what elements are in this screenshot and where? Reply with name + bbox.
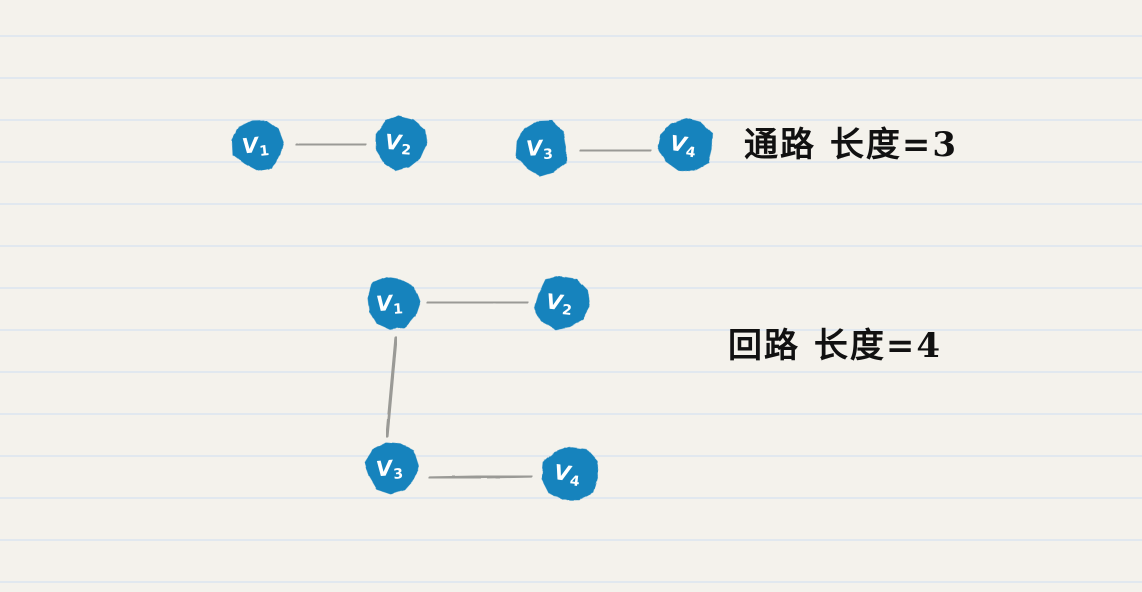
node-blob [364,442,419,495]
graph-node-v3[interactable]: V3 [363,440,422,497]
node-label-subscript: 4 [569,473,581,490]
graph-node-v2[interactable]: V2 [373,114,429,173]
annotation-cycle-length: 回路 长度=4 [728,326,942,366]
graph-node-v4[interactable]: V4 [655,115,716,175]
node-blob [657,118,714,172]
node-blob [541,446,598,501]
graph-edge [428,474,533,480]
node-label-subscript: 3 [393,466,404,483]
graph-node-v1[interactable]: V1 [229,118,286,173]
node-label-subscript: 2 [401,142,411,159]
graph-edge [426,300,529,305]
edges-group [295,142,652,480]
node-label-subscript: 1 [393,301,403,318]
node-blob [367,277,421,330]
annotation-path-length: 通路 长度=3 [744,125,958,165]
graph-edge [579,148,652,153]
node-label-subscript: 4 [685,144,697,161]
graph-node-v3[interactable]: V3 [514,119,568,177]
graph-node-v1[interactable]: V1 [366,275,422,331]
node-label-subscript: 2 [561,302,572,319]
node-blob [534,275,591,330]
graph-node-v2[interactable]: V2 [532,273,593,333]
node-blob [375,115,427,172]
graph-edge [295,142,367,147]
node-blob [231,120,284,171]
node-label: V1 [241,132,270,162]
node-label-subscript: 1 [259,143,270,160]
node-label-subscript: 3 [543,146,553,162]
node-blob [515,120,567,177]
graph-node-v4[interactable]: V4 [538,444,601,504]
graph-edge [385,336,398,438]
node-label: V1 [375,290,403,319]
